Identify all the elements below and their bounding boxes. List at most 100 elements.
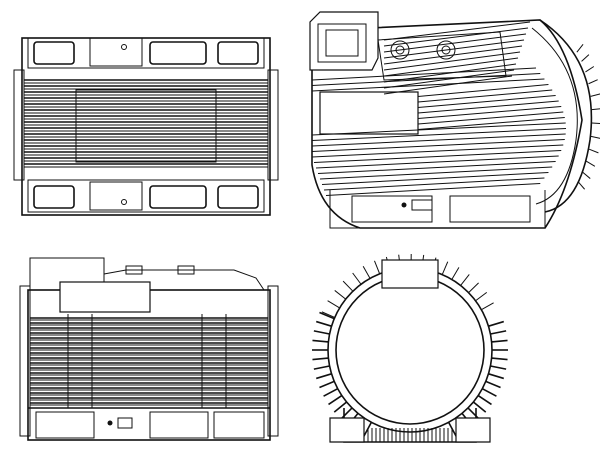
foot-pocket	[213, 411, 265, 439]
cooling-fin	[488, 320, 505, 327]
mounting-pad	[149, 41, 207, 65]
terminal-box-lid	[59, 281, 151, 313]
cooling-fin	[313, 150, 562, 163]
lifting-boss	[390, 40, 410, 60]
cooling-fin	[362, 265, 371, 279]
cooling-fin	[315, 155, 559, 169]
foot-pocket	[149, 411, 209, 439]
end-shield-inner	[531, 27, 578, 205]
cooling-fin	[451, 267, 460, 280]
terminal-box	[381, 259, 439, 289]
cooling-fin	[383, 27, 529, 47]
cooling-fin	[383, 45, 523, 65]
cooling-fin	[352, 272, 362, 285]
cooling-fin	[311, 128, 567, 141]
top-view	[13, 37, 279, 216]
mounting-pad	[217, 41, 259, 65]
cooling-fin	[468, 282, 479, 293]
ring-fin	[582, 171, 591, 179]
cooling-fin	[311, 67, 537, 81]
foot-right	[455, 417, 491, 443]
ground-screw	[401, 202, 407, 208]
ring-fin	[590, 135, 600, 139]
lifting-lug	[125, 265, 143, 275]
cooling-fin	[328, 394, 343, 406]
cooling-fin	[477, 394, 492, 406]
side-view	[19, 257, 279, 441]
ground-screw	[107, 420, 113, 426]
cooling-fin	[481, 387, 497, 397]
mounting-band-top	[27, 37, 265, 69]
cooling-fin	[311, 122, 566, 136]
ring-fin	[586, 160, 596, 167]
terminal-box-inner	[325, 29, 359, 57]
ring-fin	[591, 122, 600, 125]
ring-fin	[576, 44, 584, 53]
cooling-fin	[319, 311, 335, 320]
cooling-fin	[383, 57, 519, 77]
mounting-pad	[149, 185, 207, 209]
cooling-fin	[313, 330, 330, 335]
housing-circle	[327, 267, 493, 433]
bore-circle	[335, 275, 485, 425]
cooling-fin	[417, 84, 549, 97]
end-flange	[19, 285, 31, 437]
cooling-fin	[383, 51, 521, 71]
ground-terminal	[411, 199, 433, 211]
end-shield-ring	[539, 19, 593, 213]
cooling-fin	[383, 39, 525, 59]
cooling-fin	[417, 95, 556, 108]
bolt-hole	[121, 199, 127, 205]
cooling-fin	[333, 401, 348, 413]
cooling-fin	[319, 166, 553, 180]
terminal-box-outline	[75, 89, 217, 163]
terminal-boss	[89, 181, 143, 211]
cooling-fin	[311, 73, 541, 86]
bolt-hole	[121, 44, 127, 50]
cooling-fin	[417, 111, 564, 125]
cooling-fin	[323, 177, 545, 191]
cooling-fin	[383, 33, 527, 53]
cooling-fin	[490, 365, 507, 370]
cooling-fin	[488, 373, 505, 380]
ring-fin	[577, 181, 586, 190]
ground-terminal	[117, 417, 133, 429]
cooling-fin	[472, 401, 487, 413]
ring-fin	[588, 148, 599, 154]
cooling-fin	[323, 387, 339, 397]
cooling-fin	[383, 63, 517, 83]
mounting-band-bottom	[27, 179, 265, 213]
front-view	[312, 254, 508, 443]
cooling-fin	[321, 311, 335, 318]
cooling-fin	[417, 89, 553, 103]
mounting-pad	[217, 185, 259, 209]
foot-base	[329, 190, 546, 229]
cooling-fin	[481, 302, 494, 311]
cooling-fin	[417, 100, 559, 114]
foot-pocket	[35, 411, 95, 439]
terminal-boss	[89, 37, 143, 67]
cooling-fin	[312, 339, 329, 343]
cooling-fin	[315, 320, 332, 327]
cooling-fin	[321, 172, 549, 185]
ring-fin	[581, 54, 590, 62]
cooling-fin	[490, 330, 507, 335]
nameplate	[319, 91, 419, 135]
terminal-box	[309, 11, 379, 71]
cooling-fin	[327, 300, 340, 309]
cooling-fin	[312, 357, 329, 361]
cooling-fin	[313, 365, 330, 370]
motor-silhouette	[311, 19, 583, 229]
lifting-boss	[436, 40, 456, 60]
cooling-fin	[460, 274, 470, 286]
cooling-fin	[485, 380, 501, 389]
ring-fin	[590, 93, 600, 97]
cooling-fin	[342, 280, 354, 292]
top-platform	[377, 31, 507, 81]
cooling-fin	[311, 139, 565, 152]
cooling-fin	[383, 21, 531, 41]
mounting-pad	[33, 41, 75, 65]
cooling-fin	[417, 106, 562, 119]
cooling-fin	[441, 261, 449, 275]
foot-left	[329, 417, 365, 443]
